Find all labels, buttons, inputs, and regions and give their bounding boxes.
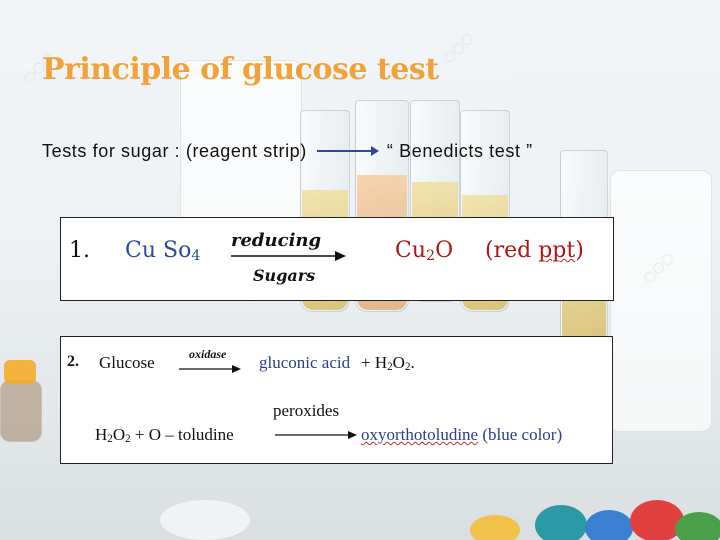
cap-graphic	[630, 500, 684, 540]
reaction-box-1: 1. Cu So4 reducing Sugars Cu2O (red ppt)	[60, 217, 614, 301]
cap-graphic	[585, 510, 633, 540]
reaction-2-final-product: oxyorthotoludine (blue color)	[361, 425, 563, 444]
reaction-2-number: 2.	[67, 353, 79, 370]
reaction-2-reactant: Glucose	[99, 353, 155, 372]
watermark-graphic: ○○○	[439, 29, 477, 67]
reaction-2-line2-reactants: H2O2 + O – toludine	[95, 425, 234, 446]
reaction-2-byproduct: + H2O2.	[361, 353, 415, 374]
reaction-arrow-icon	[231, 251, 346, 261]
reaction-box-2: 2. Glucose oxidase gluconic acid + H2O2.…	[60, 336, 613, 464]
vial-graphic	[0, 380, 42, 442]
cap-graphic	[4, 360, 36, 384]
subtitle-left: Tests for sugar : (reagent strip)	[42, 140, 307, 161]
reaction-1-condition-bottom: Sugars	[253, 266, 316, 285]
bottle-graphic	[610, 170, 712, 432]
reaction-arrow-icon	[179, 365, 241, 373]
cap-graphic	[675, 512, 720, 540]
cap-graphic	[470, 515, 520, 540]
subtitle-right: “ Benedicts test ”	[386, 140, 533, 161]
reaction-1-reactant: Cu So4	[125, 238, 201, 264]
reaction-1-condition-top: reducing	[231, 230, 322, 251]
subtitle-row: Tests for sugar : (reagent strip) “ Bene…	[42, 140, 533, 162]
reaction-1-product-note: (red ppt)	[485, 238, 584, 263]
reaction-2-product: gluconic acid	[259, 353, 351, 372]
reaction-2-enzyme: oxidase	[189, 347, 227, 361]
watermark-graphic: ○○○	[639, 249, 677, 287]
cap-graphic	[160, 500, 250, 540]
arrow-right-icon	[316, 146, 379, 156]
reaction-arrow-icon	[275, 431, 357, 439]
reaction-2-catalyst: peroxides	[273, 401, 340, 420]
reaction-1-product: Cu2O	[395, 238, 454, 264]
cap-graphic	[535, 505, 587, 540]
slide-title: Principle of glucose test	[42, 52, 439, 87]
reaction-1-number: 1.	[69, 238, 90, 263]
